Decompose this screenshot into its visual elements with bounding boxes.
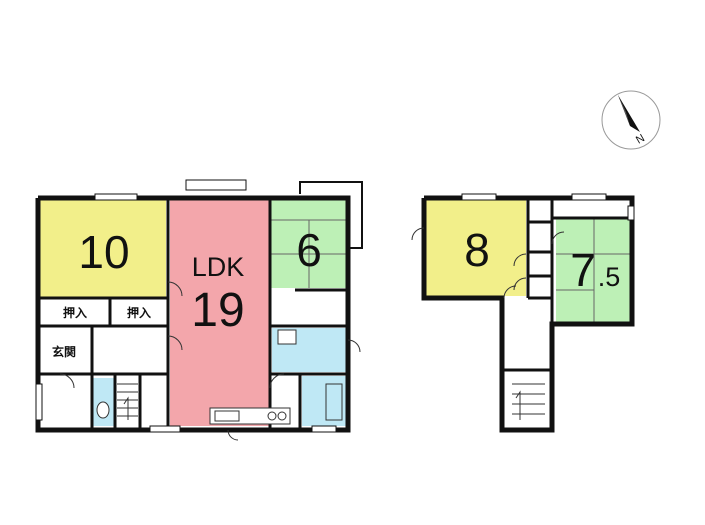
kitchen-sink [214, 410, 240, 422]
windows-second-floor [461, 193, 635, 221]
first-floor: 10 LDK 19 6 押入 押入 玄関 [35, 179, 363, 441]
room-label-western: 10 [78, 226, 129, 278]
stairs-second-floor [512, 383, 545, 420]
door-swings-second-floor [411, 227, 565, 299]
first-floor-inner-walls [38, 198, 348, 430]
first-floor-walls [35, 195, 351, 433]
closet-label-right: 押入 [127, 305, 151, 320]
stove-burner [277, 411, 287, 421]
room-size-ldk: 19 [191, 284, 244, 337]
room-label-tatami: 6 [296, 224, 322, 276]
second-floor-inner-walls [502, 198, 632, 372]
toilet-bowl [96, 401, 110, 419]
room-western-8 [424, 198, 526, 296]
second-floor-walls [421, 195, 635, 433]
stairs-first-floor [117, 383, 138, 420]
second-floor: 8 7 .5 [411, 193, 635, 433]
room-western-10 [38, 198, 166, 297]
entrance-label: 玄関 [52, 344, 76, 359]
washbasin [277, 329, 297, 345]
room-label-ldk: LDK [192, 252, 245, 282]
bathtub [325, 383, 343, 421]
room-ldk [170, 198, 270, 426]
door-swings-first-floor [59, 281, 361, 441]
compass-north-arrow-icon: N [601, 90, 661, 150]
room-label-tatami-2f: 7 [570, 244, 596, 296]
veranda [299, 181, 363, 249]
windows-first-floor [35, 179, 337, 433]
room-label-western-2f: 8 [464, 224, 490, 276]
tatami-mat-lines [270, 219, 348, 288]
tatami-mat-lines [556, 218, 632, 322]
room-label-tatami-2f-decimal: .5 [598, 262, 621, 292]
closet-label-left: 押入 [63, 305, 87, 320]
stove-burner [267, 411, 277, 421]
